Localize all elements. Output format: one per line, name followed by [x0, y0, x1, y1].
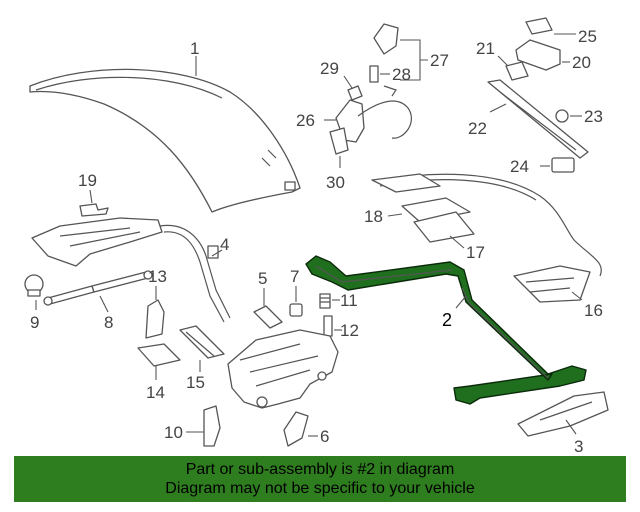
leader-29 [343, 75, 353, 89]
callout-13: 13 [148, 267, 167, 286]
part-1-roof-panel[interactable] [29, 68, 301, 213]
leader-17 [449, 235, 465, 249]
callout-6: 6 [320, 427, 329, 446]
part-7-clip[interactable] [289, 303, 303, 317]
part-13-bracket[interactable] [145, 299, 165, 339]
part-11-spring[interactable] [319, 293, 331, 309]
callout-7: 7 [290, 267, 299, 286]
part-5-bracket[interactable] [253, 305, 283, 329]
callout-15: 15 [186, 373, 205, 392]
callout-8: 8 [104, 313, 113, 332]
callout-28: 28 [392, 65, 411, 84]
leader-3 [565, 419, 577, 435]
leader-18 [387, 213, 403, 217]
part-22-rail[interactable] [487, 79, 589, 159]
banner-line-disclaimer: Diagram may not be specific to your vehi… [165, 480, 475, 497]
callout-2: 2 [442, 310, 452, 330]
leader-27 [400, 39, 428, 81]
callout-4: 4 [220, 235, 229, 254]
part-15-rail[interactable] [179, 325, 225, 359]
part-8-gas-strut[interactable] [43, 270, 153, 306]
leader-4 [211, 249, 223, 257]
callout-17: 17 [466, 243, 485, 262]
part-19-bracket[interactable] [79, 203, 109, 217]
part-20-latch[interactable] [515, 39, 561, 71]
part-21-cover[interactable] [505, 61, 529, 81]
part-30-bracket[interactable] [329, 127, 349, 155]
part-25-tab[interactable] [525, 17, 553, 35]
part-14-plate[interactable] [137, 343, 181, 367]
callout-24: 24 [510, 157, 529, 176]
part-9-knob[interactable] [24, 274, 44, 297]
callout-11: 11 [340, 291, 358, 310]
callout-3: 3 [574, 437, 583, 456]
part-26-linkage[interactable] [335, 85, 413, 143]
leader-8 [99, 295, 109, 313]
main-hinge-linkage[interactable] [227, 329, 339, 409]
banner-background [14, 456, 626, 502]
part-28-fitting[interactable] [369, 65, 379, 83]
info-banner: Part or sub-assembly is #2 in diagram Di… [14, 456, 626, 502]
part-23-clip[interactable] [555, 109, 569, 123]
part-18-tray[interactable] [371, 173, 471, 223]
callout-21: 21 [476, 39, 495, 58]
callout-14: 14 [146, 383, 165, 402]
callout-18: 18 [364, 207, 383, 226]
part-17-tray[interactable] [413, 211, 475, 243]
callout-26: 26 [296, 111, 315, 130]
part-3-trim[interactable] [517, 391, 609, 437]
part-27-actuator[interactable] [373, 23, 399, 55]
callout-27: 27 [430, 51, 449, 70]
part-10-bracket[interactable] [203, 405, 221, 447]
callout-29: 29 [320, 59, 339, 78]
callout-9: 9 [30, 313, 39, 332]
part-29-fastener[interactable] [347, 85, 363, 101]
left-hinge-arm-assembly[interactable] [31, 217, 231, 323]
part-16-guide[interactable] [513, 265, 591, 303]
callout-30: 30 [326, 173, 345, 192]
part-2-frame-highlighted[interactable] [305, 255, 587, 405]
part-24-block[interactable] [551, 157, 575, 173]
leader-21 [497, 55, 509, 67]
callout-1: 1 [190, 39, 199, 58]
callout-20: 20 [572, 53, 591, 72]
callout-5: 5 [258, 269, 267, 288]
leader-19 [89, 189, 93, 204]
callout-25: 25 [578, 27, 597, 46]
leader-22 [489, 103, 507, 113]
leader-16 [571, 291, 583, 301]
callout-23: 23 [584, 107, 603, 126]
callout-19: 19 [78, 171, 97, 190]
part-12-pin[interactable] [323, 315, 333, 337]
leader-2 [455, 295, 467, 309]
callout-16: 16 [584, 301, 603, 320]
callout-10: 10 [164, 423, 183, 442]
callout-12: 12 [340, 321, 359, 340]
part-6-bracket[interactable] [283, 411, 309, 447]
banner-line-part-info: Part or sub-assembly is #2 in diagram [185, 461, 455, 478]
callout-22: 22 [468, 119, 487, 138]
